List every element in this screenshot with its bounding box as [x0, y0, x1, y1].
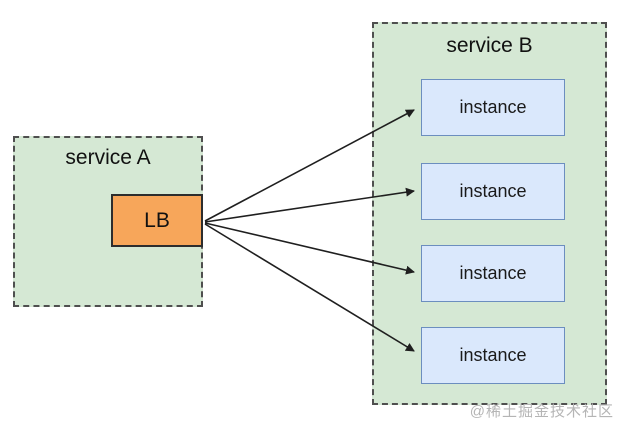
instance-label: instance	[459, 181, 527, 201]
instance-node-1: instance	[421, 79, 565, 136]
instance-node-2: instance	[421, 163, 565, 220]
instance-node-4: instance	[421, 327, 565, 384]
instance-label: instance	[459, 97, 527, 117]
instance-label: instance	[459, 345, 527, 365]
service-a-title: service A	[65, 146, 151, 169]
load-balancer-node: LB	[111, 194, 203, 247]
watermark: @稀土掘金技术社区	[469, 403, 614, 420]
instance-node-3: instance	[421, 245, 565, 302]
service-b-group: service B instance instance instance ins…	[372, 22, 607, 405]
instance-label: instance	[459, 263, 527, 283]
service-b-title: service B	[446, 34, 533, 57]
load-balancer-label: LB	[144, 208, 170, 232]
